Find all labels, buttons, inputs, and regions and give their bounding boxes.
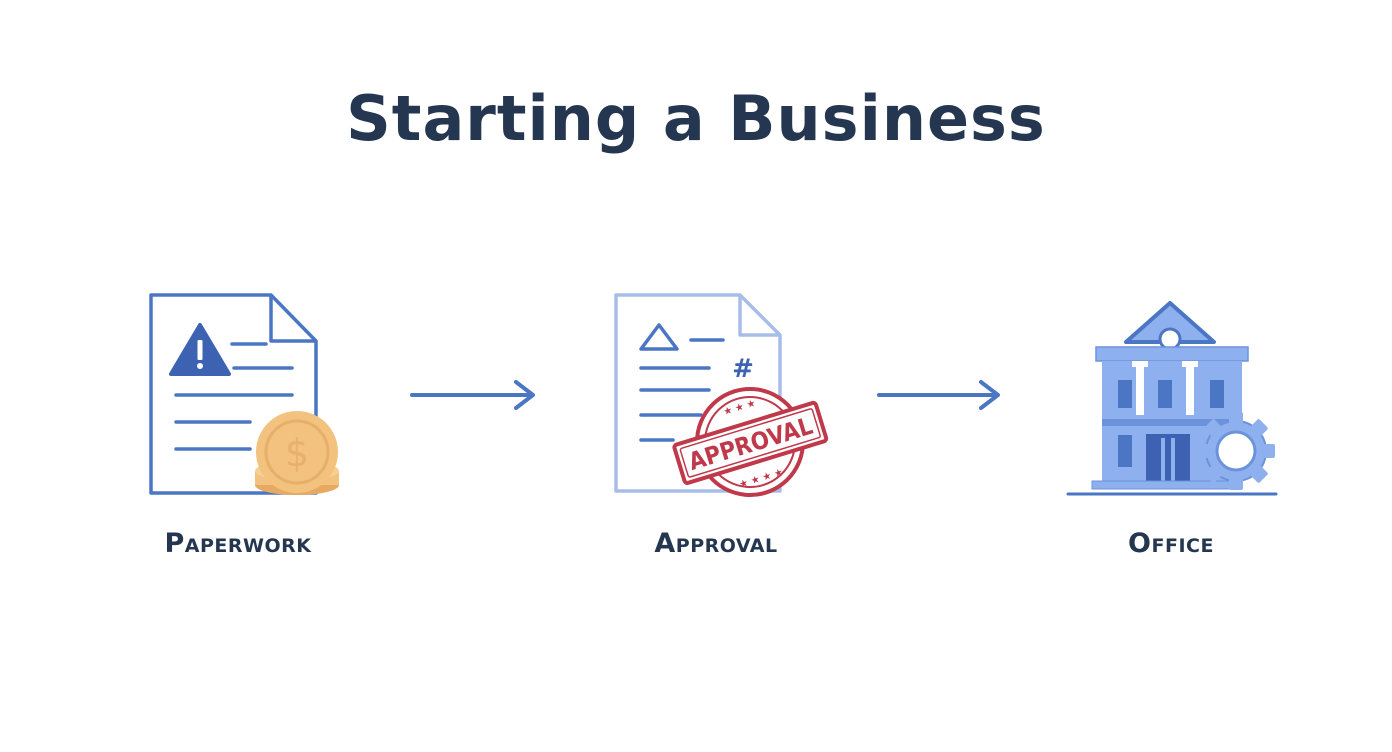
step-label-office: Office xyxy=(1128,528,1214,559)
building-gear-icon xyxy=(1066,301,1278,496)
diagram-title: Starting a Business xyxy=(346,82,1046,155)
arrow-right-icon xyxy=(877,380,1000,410)
document-warning-coin-icon: $ xyxy=(149,293,339,495)
arrow-right-icon xyxy=(410,380,535,410)
svg-text:#: # xyxy=(732,354,754,384)
svg-text:$: $ xyxy=(285,431,309,475)
document-approval-stamp-icon: # ★ ★ ★ ★ ★ ★ ★ APPROVAL xyxy=(614,293,829,497)
step-label-paperwork: Paperwork xyxy=(164,528,312,559)
step-label-approval: Approval xyxy=(654,528,778,559)
